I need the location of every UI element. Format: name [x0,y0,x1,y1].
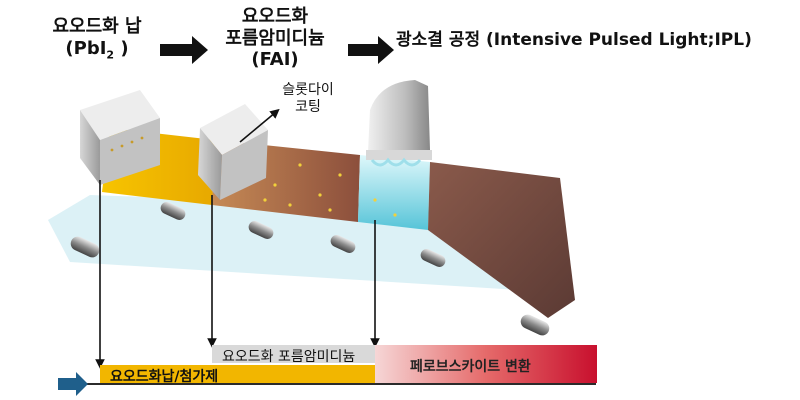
label-fai-line2: 포름암미디늄 [225,27,325,49]
timeline-seg3-bar [375,345,597,383]
timeline-seg3-label: 페로브스카이트 변환 [410,359,531,375]
label-fai: 요오드화 포름암미디늄 (FAI) [200,6,350,71]
slot-die-head-1 [80,90,160,185]
timeline-seg1-bar [100,365,375,383]
slot-die-head-2 [198,104,268,200]
timeline-seg1-label: 요오드화납/첨가제 [110,369,219,385]
ipl-irradiated-film [358,155,430,230]
label-ipl: 광소결 공정 (Intensive Pulsed Light;IPL) [396,30,752,50]
perovskite-film [428,162,575,318]
coating-pointer-arrow [239,108,280,143]
timeline-seg2-bar [212,345,375,363]
process-arrow-1 [160,36,208,64]
timeline-base-line [86,383,596,385]
process-arrow-2 [348,36,394,64]
label-pbi2: 요오드화 납 (PbI2 ) [32,16,162,61]
timeline-seg2-label: 요오드화 포름암미디늄 [222,349,356,365]
ipl-lamp [366,80,432,167]
pbi2-close: ) [114,37,129,59]
label-pbi2-line1: 요오드화 납 [52,16,142,37]
label-slot-die: 슬롯다이 코팅 [268,82,348,116]
label-fai-line1: 요오드화 [241,6,309,27]
label-slot-die-line1: 슬롯다이 [282,82,334,98]
timeline-start-arrow [58,372,88,396]
label-slot-die-line2: 코팅 [295,98,321,115]
pbi2-subscript: 2 [106,48,115,62]
label-pbi2-line2: (PbI2 ) [32,38,162,62]
pbi2-formula: (PbI [65,37,107,59]
label-fai-line3: (FAI) [251,49,299,71]
